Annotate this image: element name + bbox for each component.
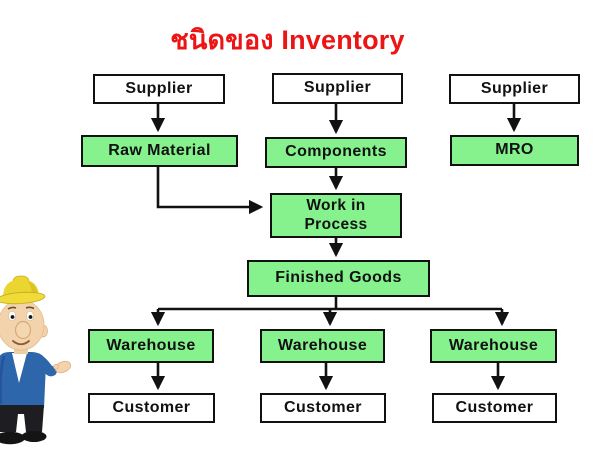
node-customer-2: Customer (260, 393, 386, 423)
worker-shirt (12, 353, 27, 383)
node-warehouse-3: Warehouse (430, 329, 557, 363)
arrow-rawmaterial-wip (156, 167, 264, 215)
node-finished-goods: Finished Goods (247, 260, 430, 297)
worker-arm (31, 353, 57, 377)
worker-sweater-seam (0, 355, 6, 405)
node-warehouse-2: Warehouse (260, 329, 385, 363)
worker-shoe-left (0, 431, 25, 445)
node-supplier-1: Supplier (93, 74, 225, 104)
page-title: ชนิดของ Inventory (170, 25, 405, 55)
node-raw-material: Raw Material (81, 135, 238, 167)
worker-pants (0, 405, 44, 432)
worker-face (7, 306, 35, 346)
construction-worker-illustration (0, 275, 72, 445)
node-customer-3: Customer (432, 393, 557, 423)
node-warehouse-1: Warehouse (88, 329, 214, 363)
worker-sweater (0, 352, 46, 408)
worker-hand (53, 360, 72, 374)
node-work-in-process: Work in Process (270, 193, 402, 238)
hard-hat-icon (0, 275, 46, 305)
node-supplier-2: Supplier (272, 73, 403, 104)
node-mro: MRO (450, 135, 579, 166)
node-supplier-3: Supplier (449, 74, 580, 104)
worker-shoe-right (21, 431, 47, 442)
node-customer-1: Customer (88, 393, 215, 423)
node-components: Components (265, 137, 407, 168)
